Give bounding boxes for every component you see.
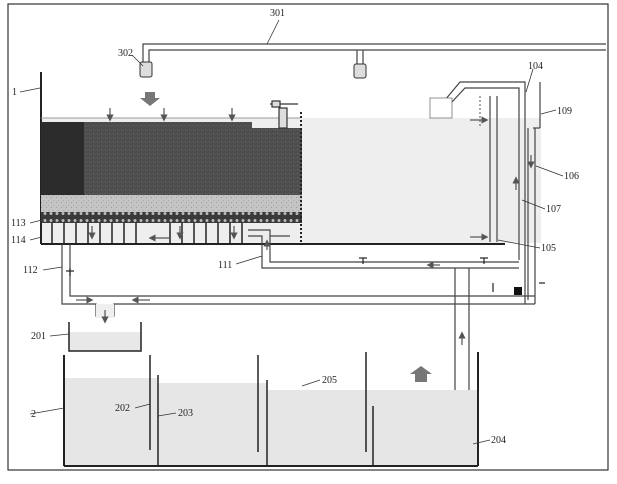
label-2: 2 bbox=[31, 409, 36, 420]
label-112: 112 bbox=[23, 265, 38, 276]
air-pipe-system bbox=[142, 43, 606, 64]
label-204: 204 bbox=[491, 435, 506, 446]
label-203: 203 bbox=[178, 408, 193, 419]
support-legs-114 bbox=[51, 223, 243, 244]
label-302: 302 bbox=[118, 48, 133, 59]
media-main-block bbox=[84, 122, 252, 195]
top-valve bbox=[270, 100, 298, 129]
big-down-arrow bbox=[140, 92, 160, 106]
label-105: 105 bbox=[541, 243, 556, 254]
label-201: 201 bbox=[31, 331, 46, 342]
valve-marks bbox=[66, 257, 545, 292]
label-205: 205 bbox=[322, 375, 337, 386]
storage-tank-2 bbox=[63, 352, 479, 467]
label-202: 202 bbox=[115, 403, 130, 414]
label-1: 1 bbox=[12, 87, 17, 98]
leader-lines bbox=[19, 19, 564, 445]
label-111: 111 bbox=[218, 260, 232, 271]
flow-arrows bbox=[76, 108, 535, 345]
check-valve bbox=[514, 287, 522, 295]
label-107: 107 bbox=[546, 204, 561, 215]
label-301: 301 bbox=[270, 8, 285, 19]
label-106: 106 bbox=[564, 171, 579, 182]
media-right-block bbox=[252, 128, 302, 195]
label-109: 109 bbox=[557, 106, 572, 117]
label-114: 114 bbox=[11, 235, 26, 246]
perforated-plate-113 bbox=[41, 212, 302, 223]
inlet-box bbox=[429, 97, 453, 119]
big-up-arrow bbox=[410, 366, 432, 382]
label-104: 104 bbox=[528, 61, 543, 72]
media-dark-block bbox=[41, 122, 84, 195]
collection-box-201 bbox=[68, 322, 142, 352]
collector-pipe-112 bbox=[61, 244, 535, 317]
air-diffuser-302-right bbox=[353, 63, 367, 79]
figure-border bbox=[7, 3, 609, 471]
gravel-layer bbox=[41, 195, 302, 212]
label-113: 113 bbox=[11, 218, 26, 229]
